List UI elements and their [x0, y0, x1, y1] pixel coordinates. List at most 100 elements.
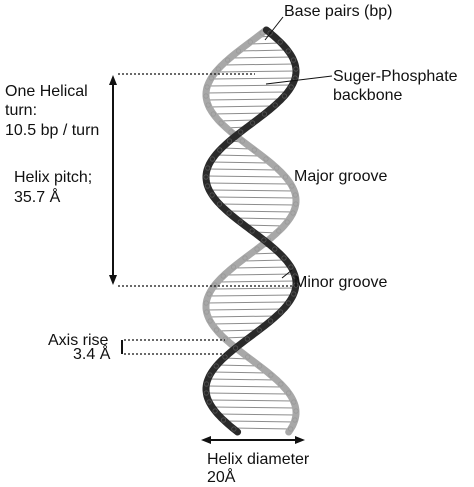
backbone-atom — [220, 273, 226, 279]
backbone-atom — [230, 264, 237, 270]
dark-strand-path — [202, 26, 300, 436]
base-pairs-pointer — [264, 16, 284, 41]
backbone-atom — [203, 390, 209, 396]
backbone-atom — [272, 102, 278, 108]
backbone-atom — [251, 147, 257, 153]
backbone-atom — [285, 300, 292, 306]
backbone-atom — [290, 57, 297, 63]
backbone-atom — [222, 354, 228, 360]
base-pairs-label: Base pairs (bp) — [284, 3, 393, 20]
backbone-atom — [215, 66, 221, 72]
backbone-atom — [288, 264, 294, 270]
backbone-atom — [277, 309, 284, 315]
base-pair-rung — [209, 189, 294, 192]
base-pair-rungs — [205, 35, 297, 430]
backbone-pointer — [265, 75, 333, 85]
backbone-atom — [288, 426, 294, 432]
backbone-atom — [239, 138, 245, 144]
backbone-atom — [282, 174, 289, 180]
base-pair-rung — [221, 147, 252, 150]
backbone-atom — [276, 228, 282, 234]
backbone-atom — [244, 336, 250, 342]
backbone-atom — [213, 363, 219, 369]
helix-pitch-label-line1: Helix pitch; — [14, 169, 93, 186]
backbone-atom — [204, 309, 210, 315]
base-pair-rung — [216, 70, 297, 73]
base-pair-rung — [212, 112, 266, 115]
backbone-atom — [256, 327, 262, 333]
base-pair-rung — [216, 329, 260, 332]
helix-pitch-label-line2: 35.7 Å — [14, 189, 61, 206]
axis-rise-label-line1: Axis rise — [48, 332, 109, 349]
backbone-atom — [293, 408, 299, 414]
backbone-atom — [291, 291, 297, 297]
base-pair-rung — [235, 217, 291, 220]
backbone-atom — [226, 138, 233, 144]
backbone-atom — [205, 102, 211, 108]
base-pair-rung — [211, 371, 268, 374]
backbone-atom — [292, 192, 298, 198]
backbone-atom — [228, 129, 234, 135]
base-pair-rung — [207, 378, 276, 381]
base-pair-rung — [242, 259, 286, 262]
base-pair-rung — [208, 105, 275, 108]
backbone-atom — [278, 381, 284, 387]
backbone-atom — [237, 219, 243, 225]
backbone-atom — [218, 120, 224, 126]
backbone-atom — [204, 183, 211, 189]
base-pair-rung — [244, 224, 285, 227]
backbone-atom — [242, 255, 248, 261]
backbone-atom — [292, 273, 298, 279]
backbone-atom — [212, 282, 218, 288]
backbone-atom — [235, 48, 242, 54]
backbone-atom — [293, 201, 299, 207]
backbone-atom — [268, 372, 274, 378]
backbone-atom — [267, 30, 273, 36]
base-pair-rung — [206, 301, 290, 304]
axis-rise-label-line2: 3.4 Å — [73, 346, 111, 363]
backbone-atom — [274, 165, 280, 171]
backbone-atom — [208, 75, 214, 81]
backbone-atom — [288, 84, 294, 90]
backbone-atom — [289, 183, 295, 189]
backbone-atom — [226, 210, 232, 216]
base-pair-rung — [207, 84, 293, 87]
base-pair-rung — [208, 399, 293, 402]
backbone-atom — [204, 84, 210, 90]
dark-strand-backbone — [202, 26, 300, 436]
helix-diameter-label-line1: Helix diameter — [207, 451, 310, 468]
base-pair-rung — [207, 168, 278, 171]
backbone-atom — [209, 192, 215, 198]
backbone-atom — [247, 39, 253, 45]
backbone-atom — [206, 399, 212, 405]
backbone-atom — [277, 39, 283, 45]
helical-turn-label-line1: One Helical — [5, 83, 88, 100]
base-pair-rung — [233, 266, 291, 269]
backbone-atom — [213, 327, 220, 333]
base-pair-rung — [213, 196, 296, 199]
backbone-atom — [212, 408, 218, 414]
base-pair-rung — [215, 154, 261, 157]
backbone-atom — [293, 66, 299, 72]
base-pair-rung — [223, 63, 296, 66]
base-pair-rung — [226, 210, 294, 213]
backbone-label-line1: Suger-Phosphate — [333, 68, 458, 85]
backbone-atom — [245, 354, 251, 360]
helical-turn-label-line3: 10.5 bp / turn — [5, 122, 100, 139]
base-pair-rung — [218, 119, 257, 122]
backbone-atom — [293, 282, 299, 288]
base-pair-rung — [207, 315, 277, 318]
base-pair-rung — [232, 427, 292, 430]
base-pair-rung — [206, 91, 288, 94]
base-pair-rung — [217, 413, 297, 416]
base-pair-rung — [212, 287, 296, 290]
backbone-atom — [216, 201, 223, 207]
light-strand-path — [202, 26, 300, 436]
helical-turn-label-line2: turn: — [5, 102, 38, 119]
backbone-atom — [272, 246, 278, 252]
base-pair-rung — [211, 322, 269, 325]
backbone-atom — [286, 390, 292, 396]
base-pair-rung — [224, 420, 295, 423]
backbone-atom — [281, 255, 287, 261]
